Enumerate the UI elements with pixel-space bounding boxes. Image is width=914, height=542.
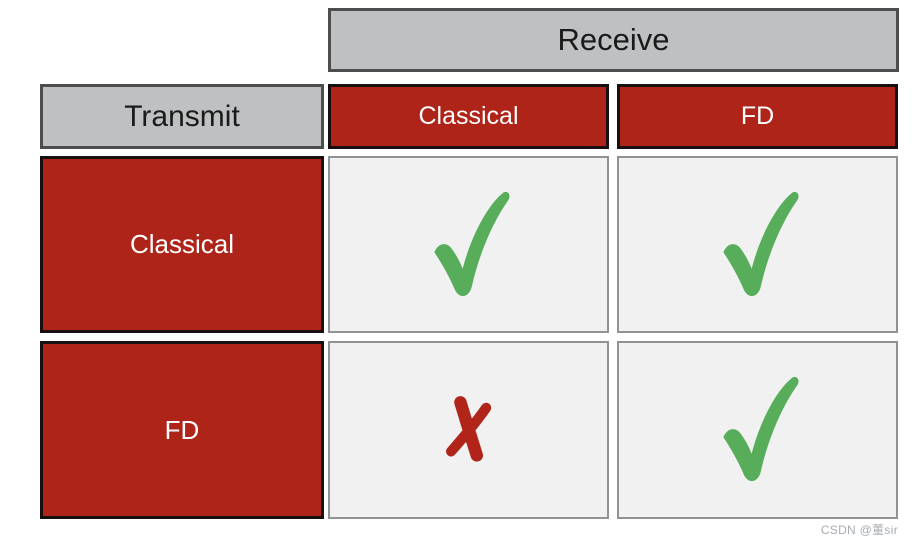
watermark: CSDN @董sir xyxy=(820,523,898,537)
cell-fd-fd xyxy=(617,341,898,519)
column-header-classical: Classical xyxy=(328,84,609,149)
column-header-classical-label: Classical xyxy=(418,102,519,130)
check-icon xyxy=(722,191,799,296)
row-header-classical: Classical xyxy=(40,156,324,333)
row-header-classical-label: Classical xyxy=(129,229,235,259)
check-icon xyxy=(722,376,799,482)
column-header-fd-label: FD xyxy=(740,102,775,130)
cell-fd-classical xyxy=(328,341,609,519)
check-icon xyxy=(433,191,510,296)
cell-classical-classical xyxy=(328,156,609,333)
transmit-header: Transmit xyxy=(40,84,324,149)
column-header-fd: FD xyxy=(617,84,898,149)
transmit-header-label: Transmit xyxy=(124,99,240,133)
cross-icon xyxy=(445,396,491,462)
receive-spanner-header: Receive xyxy=(328,8,899,72)
receive-header-label: Receive xyxy=(557,22,670,57)
row-header-fd-label: FD xyxy=(164,414,200,445)
row-header-fd: FD xyxy=(40,341,324,519)
cell-classical-fd xyxy=(617,156,898,333)
